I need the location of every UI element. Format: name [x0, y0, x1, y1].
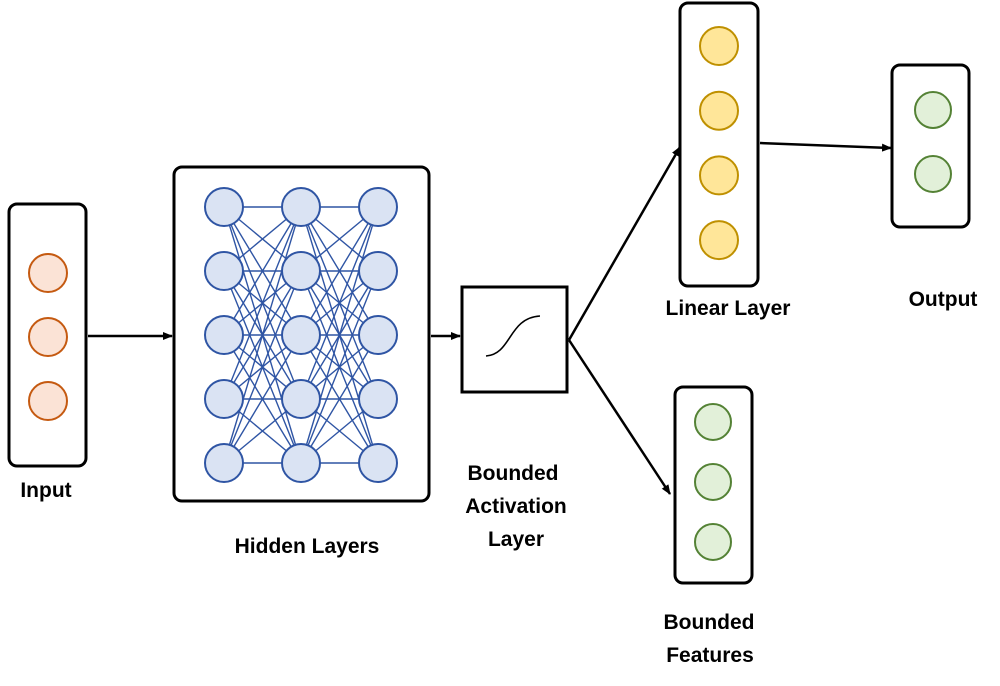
hidden-connection: [300, 206, 379, 336]
hidden-node: [204, 187, 244, 227]
output-label: Output: [909, 288, 978, 311]
output-layer-box: [890, 63, 971, 229]
hidden-node: [204, 379, 244, 419]
bounded-features-label-line1: Bounded: [664, 611, 755, 634]
hidden-node: [358, 187, 398, 227]
hidden-node: [281, 187, 321, 227]
arrow-activation-to-linear: [567, 146, 682, 341]
linear-node: [699, 90, 739, 131]
hidden-connection: [300, 206, 379, 400]
hidden-node: [358, 379, 398, 419]
sigmoid-curve-icon: [485, 315, 541, 357]
input-node: [28, 253, 68, 293]
hidden-layers-label: Hidden Layers: [235, 535, 380, 558]
linear-node: [699, 220, 739, 261]
hidden-connection: [300, 334, 379, 464]
activation-label-line1: Bounded: [468, 462, 559, 485]
activation-label-line3: Layer: [488, 528, 544, 551]
input-node: [28, 381, 68, 421]
linear-layer-box: [678, 1, 760, 288]
arrow-activation-to-features: [567, 339, 672, 495]
hidden-node: [358, 443, 398, 483]
hidden-node: [281, 379, 321, 419]
hidden-connection: [300, 270, 379, 464]
hidden-node: [358, 251, 398, 291]
output-node: [914, 155, 952, 193]
bounded-feature-node: [694, 463, 732, 501]
bounded-feature-node: [694, 403, 732, 441]
hidden-node: [204, 251, 244, 291]
hidden-node: [281, 251, 321, 291]
hidden-connection: [300, 206, 379, 464]
hidden-connection: [223, 270, 302, 464]
hidden-node: [204, 315, 244, 355]
input-node: [28, 317, 68, 357]
hidden-node: [281, 443, 321, 483]
arrow-linear-to-output: [759, 141, 892, 152]
output-node: [914, 91, 952, 129]
linear-node: [699, 26, 739, 66]
linear-node: [699, 155, 739, 196]
bounded-feature-node: [694, 523, 732, 561]
input-label: Input: [20, 479, 71, 502]
hidden-connection: [223, 334, 302, 464]
bounded-activation-box: [460, 285, 569, 394]
nodes-group: [28, 26, 952, 561]
hidden-node: [281, 315, 321, 355]
hidden-connection: [223, 206, 302, 336]
activation-label-line2: Activation: [465, 495, 567, 518]
linear-layer-label: Linear Layer: [666, 297, 791, 320]
bounded-features-label-line2: Features: [666, 644, 754, 667]
hidden-connection: [223, 206, 302, 464]
hidden-node: [204, 443, 244, 483]
hidden-connection: [223, 206, 302, 400]
hidden-node: [358, 315, 398, 355]
